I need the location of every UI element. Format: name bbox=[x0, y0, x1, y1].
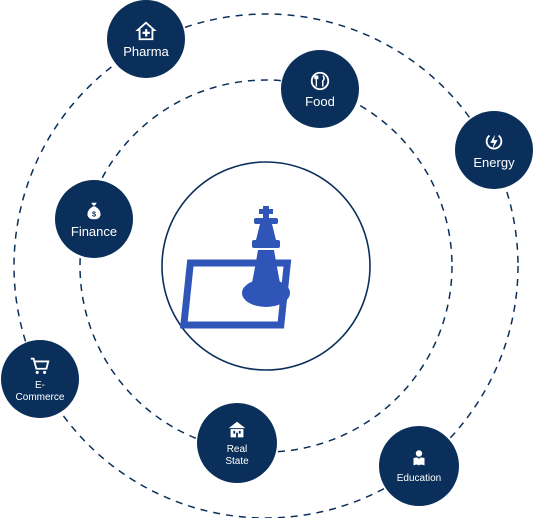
money-bag-icon: $ bbox=[87, 202, 101, 219]
inner-ring bbox=[161, 161, 371, 371]
chess-king-icon bbox=[179, 206, 292, 329]
node-ecommerce[interactable]: E- Commerce bbox=[1, 340, 79, 418]
reader-icon bbox=[413, 449, 425, 466]
node-label: Education bbox=[396, 472, 442, 484]
node-label: Food bbox=[305, 93, 335, 109]
food-icon bbox=[310, 71, 330, 90]
cart-icon bbox=[30, 357, 50, 374]
node-energy[interactable]: Energy bbox=[455, 111, 533, 189]
node-food[interactable]: Food bbox=[281, 50, 359, 128]
svg-text:$: $ bbox=[92, 209, 96, 218]
pharma-house-icon bbox=[135, 21, 157, 40]
node-realstate[interactable]: Real State bbox=[197, 403, 277, 483]
node-label: Finance bbox=[70, 223, 118, 239]
lightning-icon bbox=[485, 134, 503, 149]
node-pharma[interactable]: Pharma bbox=[107, 0, 185, 78]
building-icon bbox=[228, 421, 246, 437]
node-label: Pharma bbox=[123, 43, 169, 59]
outer-ring bbox=[13, 13, 519, 518]
node-label: Real State bbox=[225, 443, 249, 467]
node-label: E- Commerce bbox=[15, 379, 65, 403]
node-finance[interactable]: $ Finance bbox=[55, 180, 133, 258]
node-education[interactable]: Education bbox=[379, 426, 459, 506]
node-label: Energy bbox=[473, 154, 515, 170]
